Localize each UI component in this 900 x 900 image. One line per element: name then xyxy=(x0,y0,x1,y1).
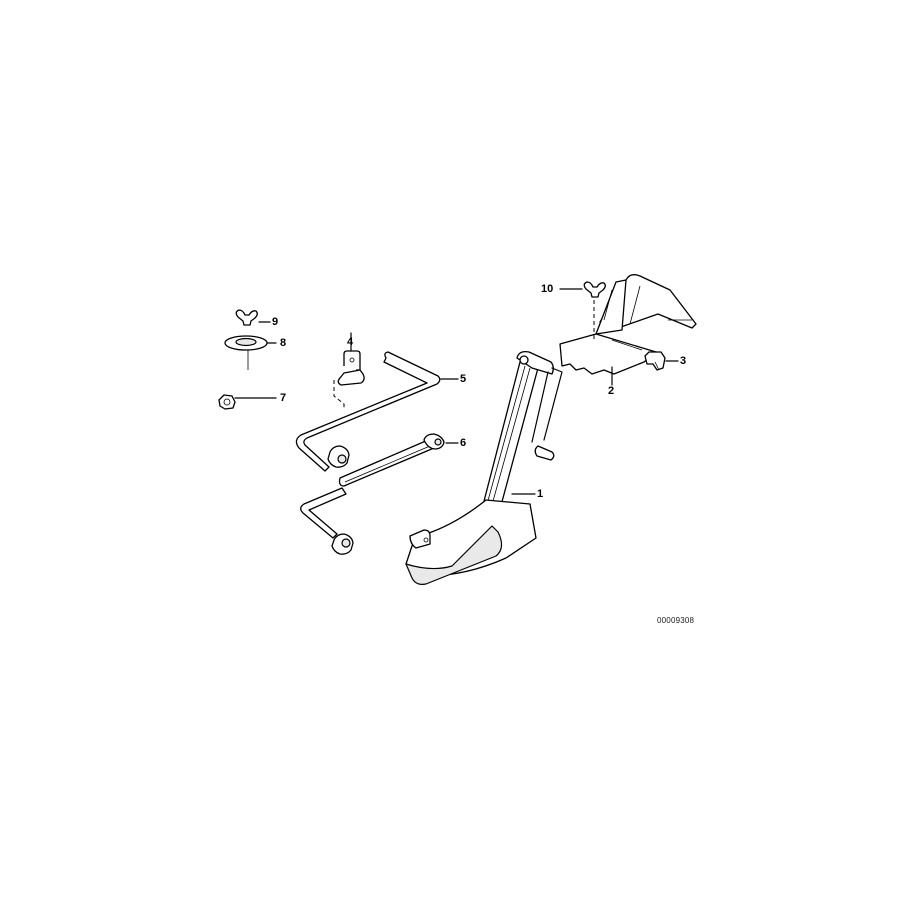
washer-icon xyxy=(224,335,277,370)
wing-nut-icon xyxy=(559,281,606,340)
callout-7: 7 xyxy=(280,392,287,404)
wing-nut-icon xyxy=(235,309,271,326)
jack-icon xyxy=(405,350,563,585)
callout-9: 9 xyxy=(272,316,279,328)
callout-10: 10 xyxy=(541,283,554,295)
holder-clip-icon xyxy=(333,332,365,410)
callout-2: 2 xyxy=(608,385,615,397)
callout-1: 1 xyxy=(537,488,544,500)
box-wrench-icon xyxy=(300,433,459,555)
drawing-number: 00009308 xyxy=(657,616,695,625)
callout-3: 3 xyxy=(680,355,687,367)
nut-clip-icon xyxy=(218,394,277,410)
clip-icon xyxy=(644,351,679,371)
crank-lug-wrench-icon xyxy=(295,351,459,472)
callout-8: 8 xyxy=(280,337,287,349)
callout-4: 4 xyxy=(347,336,354,348)
jack-holder-bracket-icon xyxy=(559,274,697,386)
callout-5: 5 xyxy=(460,373,467,385)
callout-6: 6 xyxy=(460,437,467,449)
